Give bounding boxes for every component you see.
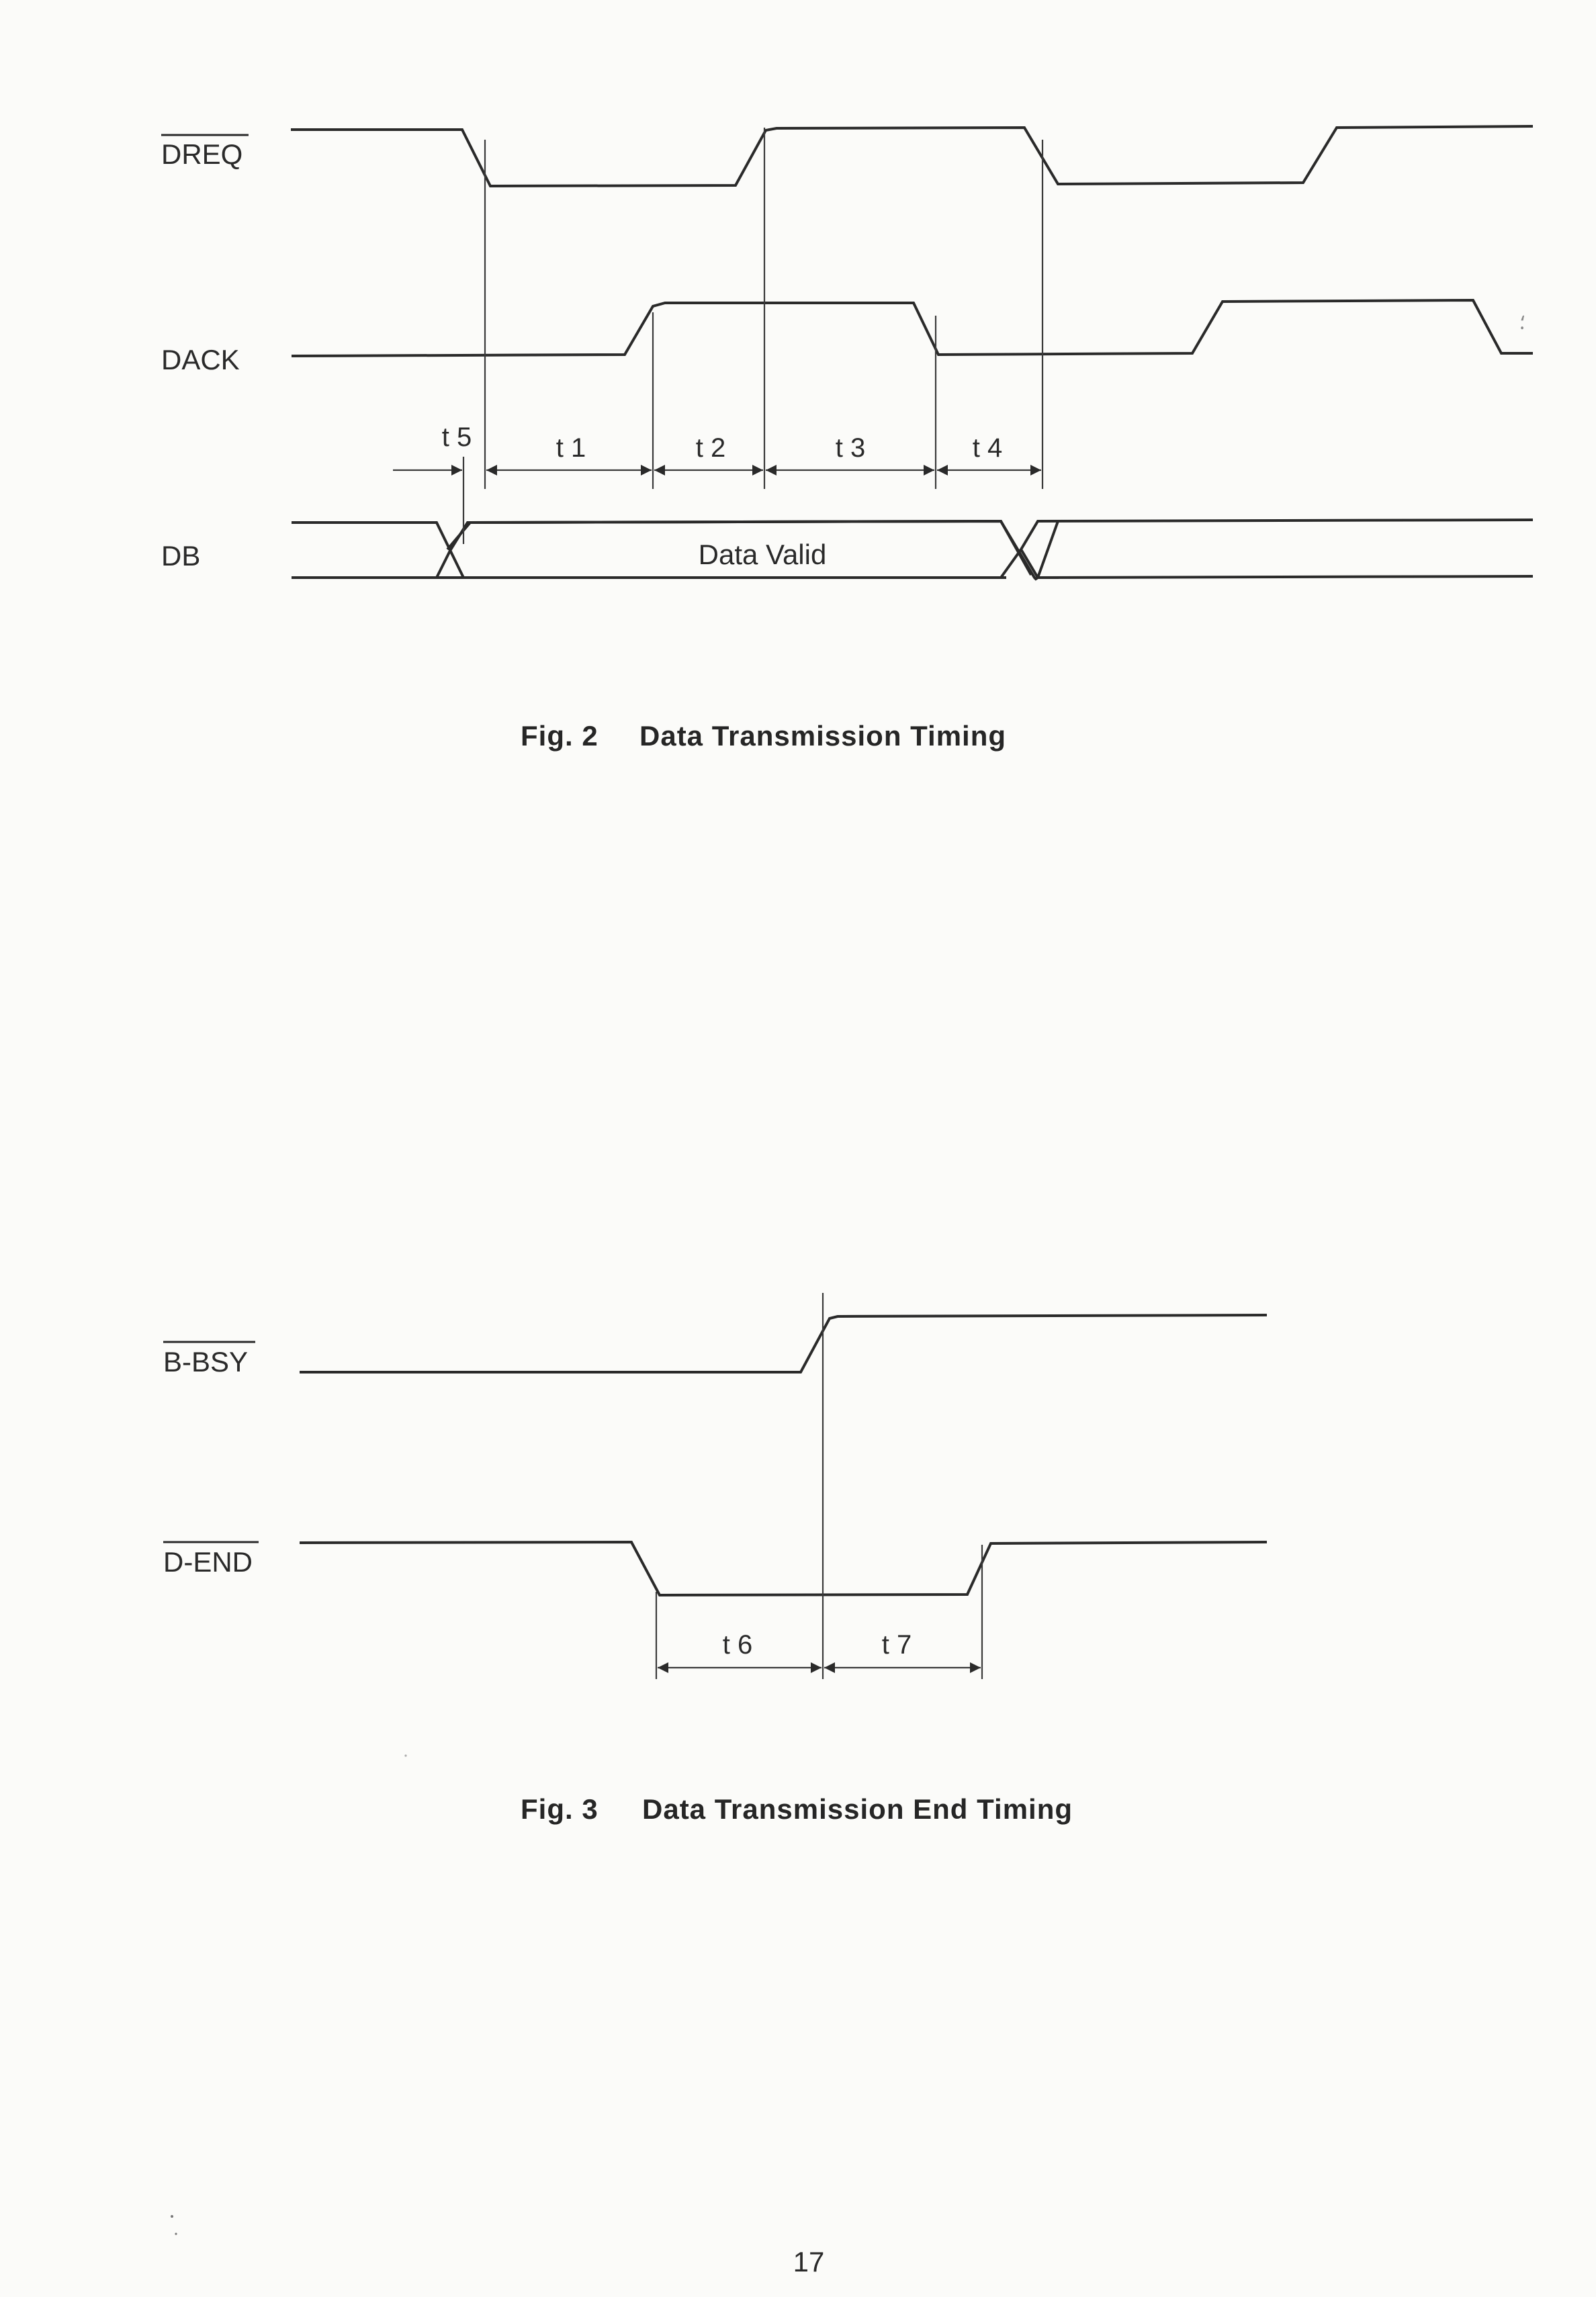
figure-2-caption-title: Data Transmission Timing: [639, 720, 1006, 752]
timing-label-t4: t 4: [973, 433, 1002, 463]
data-valid-label: Data Valid: [699, 539, 827, 570]
timing-label-t2: t 2: [696, 433, 725, 463]
db-bus-data-valid-upper: [446, 519, 1032, 576]
dend-waveform: [299, 1540, 1268, 1597]
figure-2-data-transmission-timing: DREQ DACK DB ⸵ Data Valid t 5 t 1 t 2: [161, 125, 1534, 752]
page-number: 17: [793, 2246, 825, 2278]
timing-label-t6: t 6: [723, 1630, 752, 1660]
db-bus-tail-lower: [1020, 548, 1534, 580]
scan-speck: [171, 2215, 173, 2218]
dack-waveform: [291, 298, 1533, 357]
signal-label-dend: D-END: [163, 1546, 253, 1578]
figure-2-caption-number: Fig. 2: [521, 720, 598, 752]
signal-label-db: DB: [161, 540, 200, 572]
db-bus-cross-mid: [1000, 519, 1534, 579]
signal-label-bbsy: B-BSY: [163, 1346, 248, 1378]
timing-label-t3: t 3: [836, 433, 865, 463]
timing-label-t1: t 1: [556, 433, 586, 463]
figure-3-data-transmission-end-timing: B-BSY D-END t 6 t 7 Fig. 3 Data Transmis…: [163, 1293, 1268, 1825]
scan-speck: ⸵: [1519, 312, 1525, 334]
timing-label-t5: t 5: [442, 422, 472, 452]
scan-speck: [175, 2233, 177, 2235]
bbsy-waveform: [300, 1314, 1268, 1373]
signal-label-dack: DACK: [161, 344, 240, 375]
figure-3-caption-title: Data Transmission End Timing: [642, 1793, 1073, 1825]
timing-label-t7: t 7: [882, 1630, 912, 1660]
scan-speck: [404, 1754, 407, 1757]
figure-3-caption-number: Fig. 3: [521, 1793, 598, 1825]
dreq-waveform: [291, 125, 1534, 188]
db-bus-upper: [292, 521, 466, 579]
signal-label-dreq: DREQ: [161, 138, 242, 170]
